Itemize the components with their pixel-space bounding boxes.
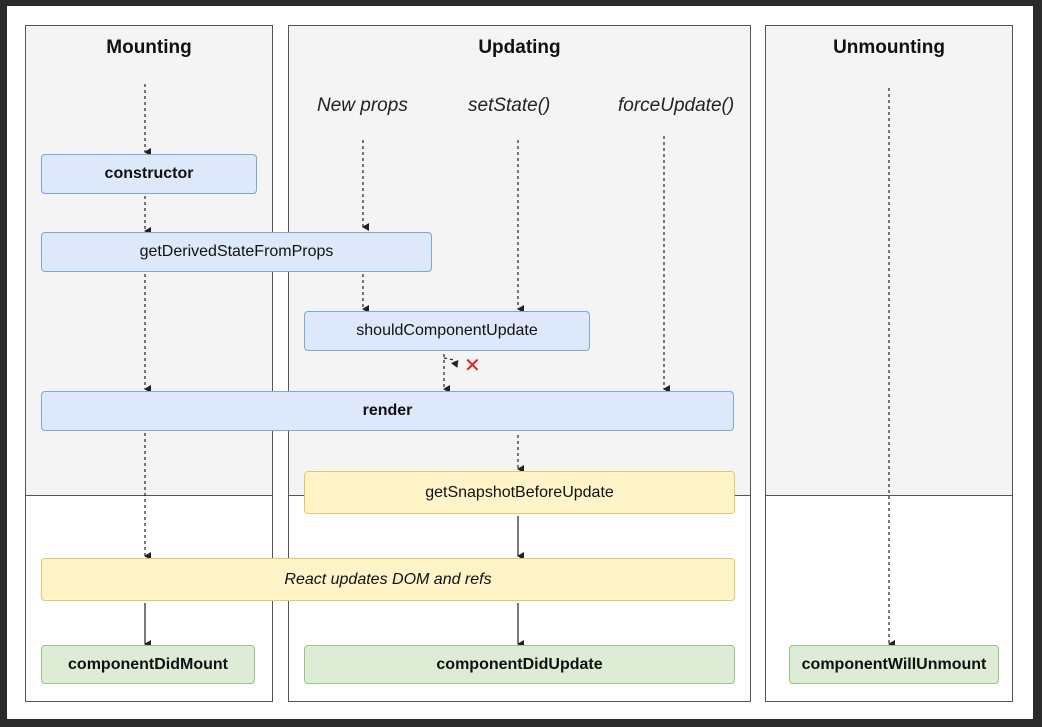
get-snapshot-before-update-box: getSnapshotBeforeUpdate [304,471,735,514]
force-update-trigger: forceUpdate() [618,95,735,116]
mounting-title: Mounting [106,37,192,58]
flow-arrows [144,84,895,648]
component-will-unmount-box: componentWillUnmount [789,645,999,684]
updating-title: Updating [478,37,561,58]
unmounting-title: Unmounting [833,37,945,58]
get-derived-state-from-props-box: getDerivedStateFromProps [41,232,432,272]
set-state-trigger: setState() [468,95,551,116]
react-updates-dom-box: React updates DOM and refs [41,558,735,601]
component-did-update-box: componentDidUpdate [304,645,735,684]
should-component-update-box: shouldComponentUpdate [304,311,590,351]
render-box: render [41,391,734,431]
cross-mark-icon: ✕ [464,355,481,377]
new-props-trigger: New props [317,95,408,116]
lifecycle-diagram: Mounting Updating Unmounting New props s… [7,6,1033,719]
component-did-mount-box: componentDidMount [41,645,255,684]
arrow-scu-skip [443,357,459,368]
constructor-box: constructor [41,154,257,194]
